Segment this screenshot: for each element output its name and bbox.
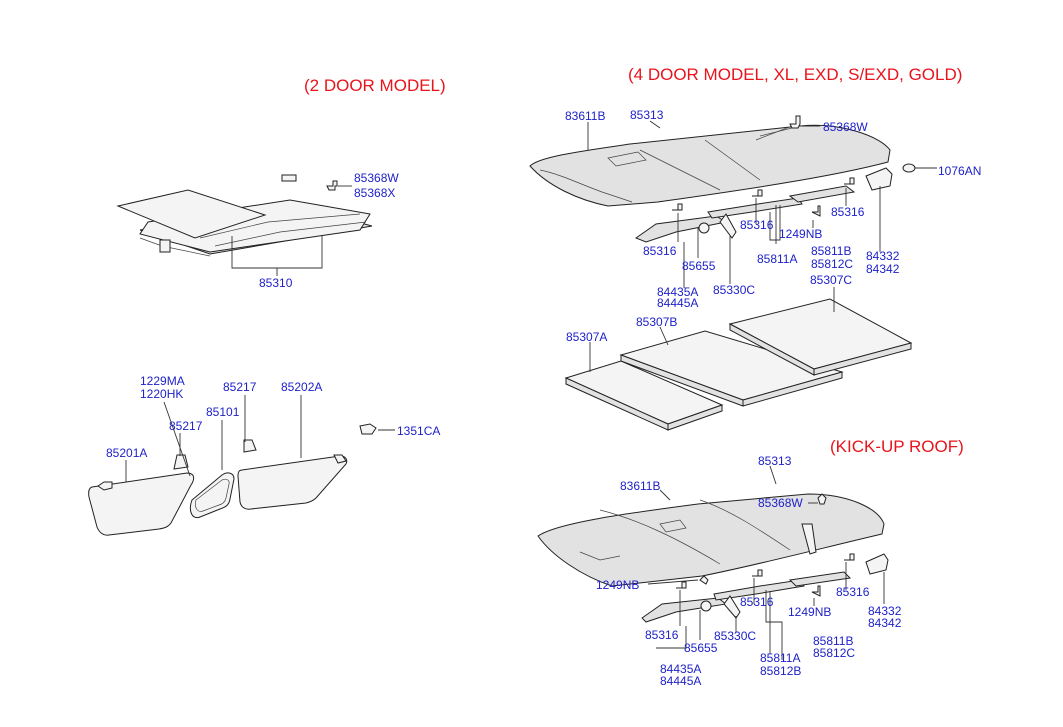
kick-up-rail-right [788,571,852,587]
two-door-front-pad [116,189,267,239]
two-door-headliner-drawing [116,174,373,276]
four-door-rail-right [788,185,856,203]
label-85316-left: 85316 [643,244,677,258]
kick-up-85655 [700,600,712,612]
label-85811A-kick-up: 85811A [760,651,800,665]
two-door-hook [281,174,297,182]
label-85655-four-door: 85655 [682,259,716,273]
kick-up-84332-bracket [865,553,889,575]
label-85368W-four-door: 85368W [823,120,868,134]
kick-up-rail-center [713,579,805,601]
label-85307C: 85307C [810,273,852,287]
four-door-rail-left [634,215,728,243]
kick-up-rail-left [641,597,728,623]
label-85316-kick-up-center: 85316 [740,595,774,609]
sun-visor-right [237,455,348,510]
label-84445A-four-door: 84445A [657,296,698,310]
kick-up-headliner [537,493,885,587]
label-85368W-kick-up: 85368W [758,496,803,510]
label-85811A-four-door: 85811A [757,252,797,266]
kick-up-headliner-drawing [537,465,889,660]
grommet-1076AN [902,163,916,173]
label-1249NB-kick-up-right: 1249NB [788,605,831,619]
two-door-clip [159,239,171,253]
label-84342-four-door: 84342 [866,262,900,276]
four-door-85330C [719,213,737,239]
label-85307A: 85307A [566,330,607,344]
label-1229MA: 1229MA [140,374,185,388]
heading-two-door-model: (2 DOOR MODEL) [304,76,446,95]
label-84332-four-door: 84332 [866,249,900,263]
sun-visor-left [88,472,195,536]
visor-clip-right [243,439,257,453]
label-85812C-four-door: 85812C [811,257,853,271]
two-door-headliner-panel [139,199,371,253]
kick-up-strap [801,523,817,555]
label-84445A-kick-up: 84445A [660,674,701,688]
four-door-clip-85368W [789,115,801,129]
label-85307B: 85307B [636,315,677,329]
label-85316-kick-up-right: 85316 [836,585,870,599]
four-door-84332-bracket [865,167,893,191]
label-85313-kick-up: 85313 [758,454,792,468]
heading-kick-up-roof: (KICK-UP ROOF) [830,437,964,456]
sun-visor-drawing [88,395,395,536]
label-84435A-kick-up: 84435A [660,662,701,676]
two-door-clip-85368 [326,180,338,191]
label-85812B-kick-up: 85812B [760,664,801,678]
label-85101: 85101 [206,405,240,419]
label-85217-left: 85217 [169,419,203,433]
label-1220HK: 1220HK [140,387,183,401]
label-85316-right: 85316 [831,205,865,219]
label-85313-four-door: 85313 [630,108,664,122]
label-83611B-four-door: 83611B [565,109,605,123]
headliner-pads-drawing [564,287,913,431]
label-85310: 85310 [259,276,293,290]
label-1076AN: 1076AN [938,164,981,178]
label-85316-center: 85316 [740,218,774,232]
four-door-85655 [698,222,710,234]
label-84332-kick-up: 84332 [868,604,902,618]
label-85811B-kick-up: 85811B [813,634,853,648]
label-85811B-four-door: 85811B [811,244,851,258]
label-85330C-kick-up: 85330C [714,629,756,643]
label-85812C-kick-up: 85812C [813,646,855,660]
kick-up-clip-85368W [817,493,827,505]
clip-1351CA [359,423,377,435]
label-84435A-four-door: 84435A [657,285,698,299]
label-85368X-two-door: 85368X [354,186,395,200]
label-85368W-two-door: 85368W [354,171,399,185]
label-85316-kick-up-left: 85316 [645,628,679,642]
label-85655-kick-up: 85655 [684,641,718,655]
visor-clip-left [173,454,189,470]
label-1249NB-kick-up-left: 1249NB [596,578,639,592]
label-1351CA: 1351CA [397,424,440,438]
label-83611B-kick-up: 83611B [620,479,660,493]
label-1249NB-four-door: 1249NB [779,227,822,241]
four-door-headliner-drawing [529,115,937,288]
four-door-rail-center [707,197,803,219]
label-84342-kick-up: 84342 [868,616,902,630]
label-85330C-four-door: 85330C [713,283,755,297]
heading-four-door-model: (4 DOOR MODEL, XL, EXD, S/EXD, GOLD) [628,65,962,84]
label-85202A: 85202A [281,380,322,394]
label-85217-right: 85217 [223,380,257,394]
kick-up-85330C [723,595,741,619]
four-door-headliner [529,124,891,207]
label-85201A: 85201A [106,446,147,460]
rear-view-mirror [189,472,235,519]
